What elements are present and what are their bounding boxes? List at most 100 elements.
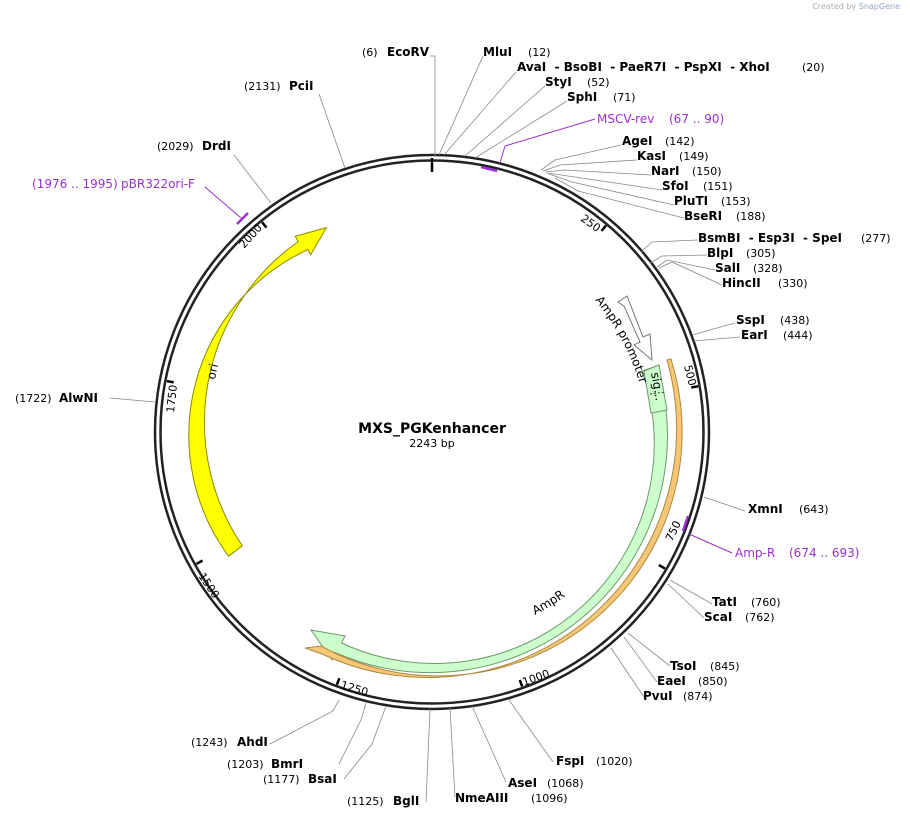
amp-r-leader [688, 533, 733, 554]
tick-mark-2000 [261, 221, 268, 229]
nmeaiii-leader [449, 707, 456, 798]
plasmid-size: 2243 bp [409, 437, 454, 450]
enzyme-bsmbi-group: BsmBI - Esp3I - SpeI [698, 231, 842, 245]
enzyme-pluti: PluTI [674, 194, 708, 208]
avai-leader [443, 71, 517, 156]
tick-mark-750 [658, 563, 666, 570]
kasi-leader [542, 159, 638, 172]
enzyme-avai-pos: (20) [802, 61, 825, 74]
enzyme-sali: SalI [715, 261, 740, 275]
enzyme-fspi: FspI [556, 754, 584, 768]
bmri-leader [338, 702, 367, 765]
tick-mark-1000 [518, 679, 524, 687]
bgli-leader [425, 708, 431, 803]
enzyme-ecorv-pos: (6) [362, 46, 378, 59]
enzyme-nmeaiii: NmeAIII [455, 791, 508, 805]
enzyme-mlui-pos: (12) [528, 46, 551, 59]
fspi-leader [508, 699, 554, 763]
enzyme-labels: (6) EcoRV MluI (12) AvaI - BsoBI - PaeR7… [15, 45, 891, 808]
enzyme-eaei: EaeI [657, 674, 686, 688]
tick-mark-1750 [166, 379, 174, 384]
enzyme-styi-pos: (52) [587, 76, 610, 89]
nari-leader [544, 169, 652, 176]
backbone-outer-ring [153, 153, 711, 711]
enzyme-fspi-pos: (1020) [596, 755, 633, 768]
primer-mscv-rev[interactable]: MSCV-rev (67 .. 90) [480, 112, 724, 173]
enzyme-alwni: AlwNI [59, 391, 98, 405]
tati-leader [669, 579, 713, 605]
enzyme-pvui: PvuI [643, 689, 673, 703]
eaei-leader [623, 636, 658, 683]
orf-arc [304, 358, 683, 678]
mlui-leader [438, 55, 484, 156]
position-ticks [166, 221, 699, 687]
sali-leader [656, 259, 716, 271]
enzyme-scai: ScaI [704, 610, 732, 624]
bsai-leader [343, 705, 387, 780]
enzyme-bgli: BglI [393, 794, 419, 808]
enzyme-bmri: BmrI [271, 757, 303, 771]
enzyme-asei: AseI [508, 776, 537, 790]
amp-r-range: (674 .. 693) [789, 546, 859, 560]
enzyme-xmni-pos: (643) [799, 503, 829, 516]
ori-label: ori [204, 362, 221, 380]
mscv-rev-range: (67 .. 90) [669, 112, 724, 126]
ori-arrow [188, 226, 328, 557]
enzyme-hincii-pos: (330) [778, 277, 808, 290]
enzyme-agei: AgeI [622, 134, 652, 148]
primer-pbr322ori-f[interactable]: (1976 .. 1995) pBR322ori-F [32, 177, 249, 225]
enzyme-pcii-pos: (2131) [244, 80, 281, 93]
tick-mark-1500 [195, 559, 204, 566]
feature-ori[interactable]: ori [188, 226, 328, 557]
enzyme-sfoi: SfoI [662, 179, 689, 193]
tick-label-1500: 1500 [196, 570, 222, 600]
ahdi-leader [269, 699, 340, 745]
primer-amp-r[interactable]: Amp-R (674 .. 693) [681, 515, 859, 560]
eari-leader [693, 336, 741, 342]
pbr322ori-f-name: pBR322ori-F [121, 177, 195, 191]
sphi-leader [474, 100, 568, 159]
plasmid-name: MXS_PGKenhancer [358, 421, 506, 437]
enzyme-sfoi-pos: (151) [703, 180, 733, 193]
enzyme-bsmbi-pos: (277) [861, 232, 891, 245]
sig-box [643, 364, 668, 414]
snapgene-logo: SnapGene [858, 2, 900, 11]
enzyme-bmri-pos: (1203) [227, 758, 264, 771]
sspi-leader [691, 322, 736, 336]
tick-label-2000: 2000 [237, 222, 265, 252]
pcii-leader [318, 93, 346, 169]
feature-ampr[interactable]: AmpR [309, 365, 668, 674]
enzyme-tsoi-pos: (845) [710, 660, 740, 673]
enzyme-sspi: SspI [736, 313, 765, 327]
tick-labels: 250 500 750 1000 1250 1500 1750 2000 [164, 212, 699, 699]
agei-leader [540, 144, 622, 171]
enzyme-ahdi: AhdI [237, 735, 268, 749]
enzyme-styi: StyI [545, 75, 572, 89]
enzyme-tati: TatI [712, 595, 737, 609]
tick-label-500: 500 [681, 364, 699, 388]
enzyme-agei-pos: (142) [665, 135, 695, 148]
feature-orf[interactable] [304, 358, 683, 678]
enzyme-sali-pos: (328) [753, 262, 783, 275]
enzyme-bsai: BsaI [308, 772, 337, 786]
tick-label-1000: 1000 [521, 667, 552, 689]
feature-ampr-promoter[interactable]: AmpR promoter [593, 293, 653, 385]
enzyme-eaei-pos: (850) [698, 675, 728, 688]
tick-label-1250: 1250 [339, 678, 370, 699]
tsoi-leader [627, 632, 671, 667]
blpi-leader [649, 254, 708, 264]
enzyme-leaders [109, 55, 746, 803]
enzyme-bsai-pos: (1177) [263, 773, 300, 786]
enzyme-pvui-pos: (874) [683, 690, 713, 703]
snapgene-credit: Created by SnapGene [812, 2, 900, 11]
enzyme-tati-pos: (760) [751, 596, 781, 609]
enzyme-sphi-pos: (71) [613, 91, 636, 104]
feature-sig[interactable]: sig... [643, 364, 668, 414]
xmni-leader [703, 496, 746, 512]
enzyme-blpi-pos: (305) [746, 247, 776, 260]
enzyme-kasi: KasI [637, 149, 666, 163]
hincii-leader [658, 261, 723, 286]
credit-prefix: Created by [812, 2, 857, 11]
scai-leader [667, 583, 705, 619]
sfoi-leader [546, 172, 663, 191]
